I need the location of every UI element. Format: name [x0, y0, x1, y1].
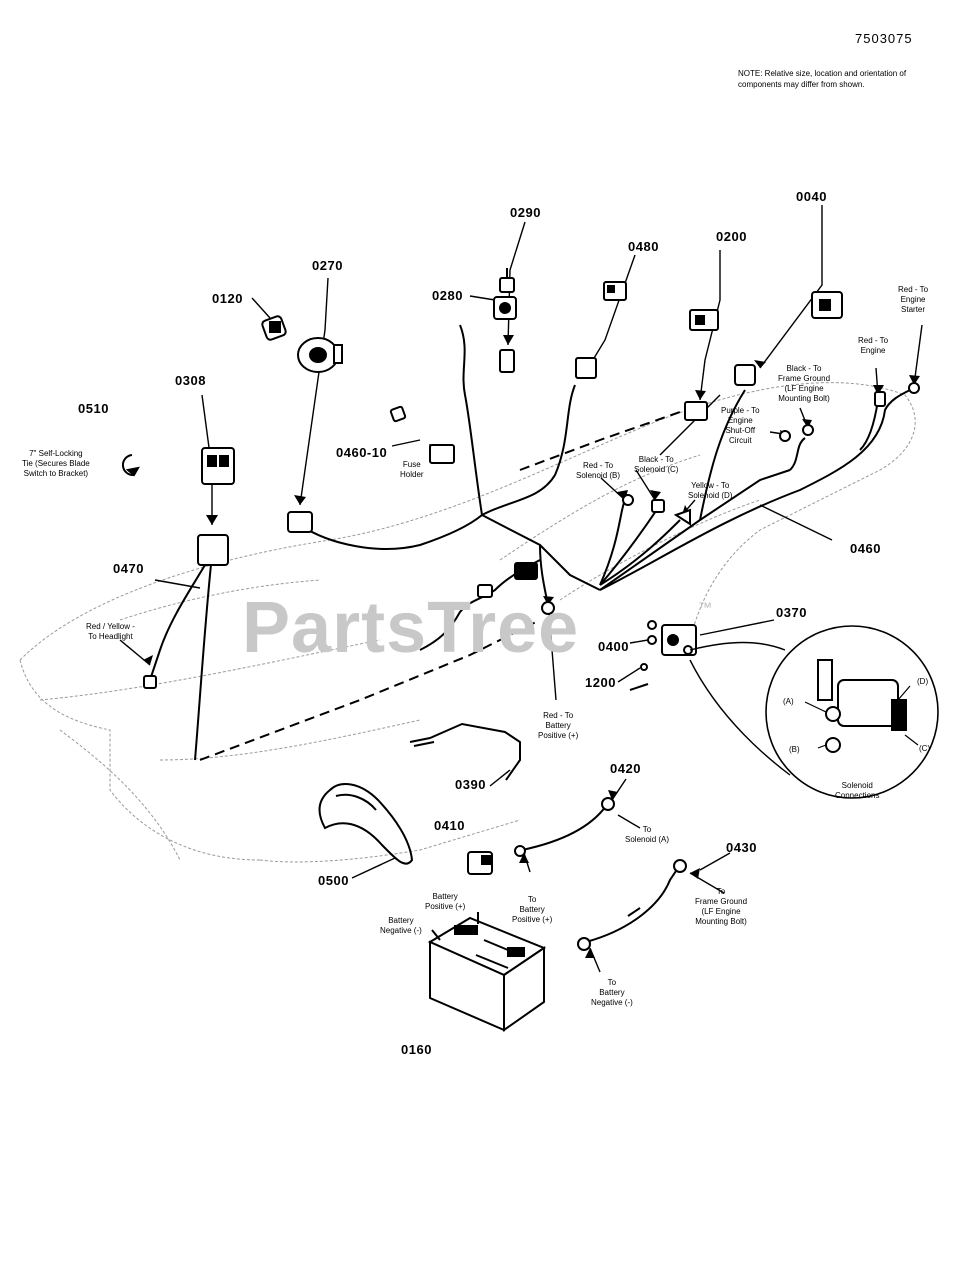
component-0308 — [201, 447, 235, 485]
component-0120 — [261, 315, 287, 341]
part-number-0400: 0400 — [598, 639, 629, 654]
part-number-0280: 0280 — [432, 288, 463, 303]
callout-black-frame-ground: Black - To Frame Ground (LF Engine Mount… — [778, 364, 831, 403]
part-number-0308: 0308 — [175, 373, 206, 388]
callout-red-engine-starter: Red - To Engine Starter — [898, 285, 929, 314]
component-0480 — [603, 281, 627, 301]
callout-red-engine: Red - To Engine — [858, 336, 889, 355]
component-0040 — [811, 291, 843, 319]
part-number-1200: 1200 — [585, 675, 616, 690]
callout-solenoid-connections: Solenoid Connections — [835, 781, 880, 800]
part-number-0040: 0040 — [796, 189, 827, 204]
part-number-0460: 0460 — [850, 541, 881, 556]
callout-yellow-solenoid-d: Yellow - To Solenoid (D) — [688, 481, 733, 500]
component-0470-connector — [197, 534, 229, 566]
part-number-0390: 0390 — [455, 777, 486, 792]
callout-to-battery-negative: To Battery Negative (-) — [591, 978, 633, 1007]
component-0430-cable — [577, 859, 687, 951]
callout-to-frame-ground: To Frame Ground (LF Engine Mounting Bolt… — [695, 887, 748, 926]
callout-fuse-holder: Fuse Holder — [400, 460, 424, 479]
callout-self-locking-tie: 7" Self-Locking Tie (Secures Blade Switc… — [22, 449, 90, 478]
component-0420-cable — [514, 797, 615, 857]
part-number-0510: 0510 — [78, 401, 109, 416]
component-0200 — [689, 309, 719, 331]
callout-black-solenoid-c: Black - To Solenoid (C) — [634, 455, 679, 474]
part-number-0410: 0410 — [434, 818, 465, 833]
component-0280 — [493, 296, 517, 320]
part-number-0200: 0200 — [716, 229, 747, 244]
note-text: NOTE: Relative size, location and orient… — [738, 69, 907, 89]
component-0270 — [297, 337, 343, 373]
component-0510-tie — [122, 454, 140, 477]
callout-term-b: (B) — [789, 745, 800, 754]
component-0370-solenoid — [629, 620, 697, 691]
callout-to-solenoid-a: To Solenoid (A) — [625, 825, 670, 844]
harness-connectors — [143, 349, 920, 689]
watermark-text: PartsTree — [242, 588, 580, 668]
harness-0470 — [149, 554, 213, 761]
callout-red-battery-positive: Red - To Battery Positive (+) — [538, 711, 579, 740]
callout-red-yellow-headlight: Red / Yellow - To Headlight — [86, 622, 135, 641]
part-number-0370: 0370 — [776, 605, 807, 620]
part-number-0480: 0480 — [628, 239, 659, 254]
callout-purple-engine-shutoff: Purple - To Engine Shut-Off Circuit — [721, 406, 760, 445]
component-0410 — [467, 851, 493, 875]
callout-to-battery-positive: To Battery Positive (+) — [512, 895, 553, 924]
dashed-routing — [199, 404, 701, 761]
part-number-0460-10: 0460-10 — [336, 445, 388, 460]
callout-term-d: (D) — [917, 677, 929, 686]
part-number-0430: 0430 — [726, 840, 757, 855]
part-number-0420: 0420 — [610, 761, 641, 776]
component-0160-battery — [427, 912, 547, 1032]
document-id: 7503075 — [855, 31, 913, 46]
component-0460-10 — [389, 405, 455, 464]
component-0290 — [499, 268, 515, 293]
callout-red-solenoid-b: Red - To Solenoid (B) — [576, 461, 621, 480]
part-number-0270: 0270 — [312, 258, 343, 273]
callout-battery-negative: Battery Negative (-) — [380, 916, 422, 935]
callout-term-c: (C) — [919, 744, 931, 753]
part-number-0290: 0290 — [510, 205, 541, 220]
part-number-0500: 0500 — [318, 873, 349, 888]
callout-battery-positive: Battery Positive (+) — [425, 892, 466, 911]
component-0390-bracket — [409, 722, 521, 781]
part-number-0120: 0120 — [212, 291, 243, 306]
callout-term-a: (A) — [783, 697, 794, 706]
part-number-0160: 0160 — [401, 1042, 432, 1057]
solenoid-detail — [689, 625, 939, 799]
part-number-0470: 0470 — [113, 561, 144, 576]
component-0500-strap — [318, 783, 414, 865]
watermark-trademark: ™ — [698, 599, 712, 615]
